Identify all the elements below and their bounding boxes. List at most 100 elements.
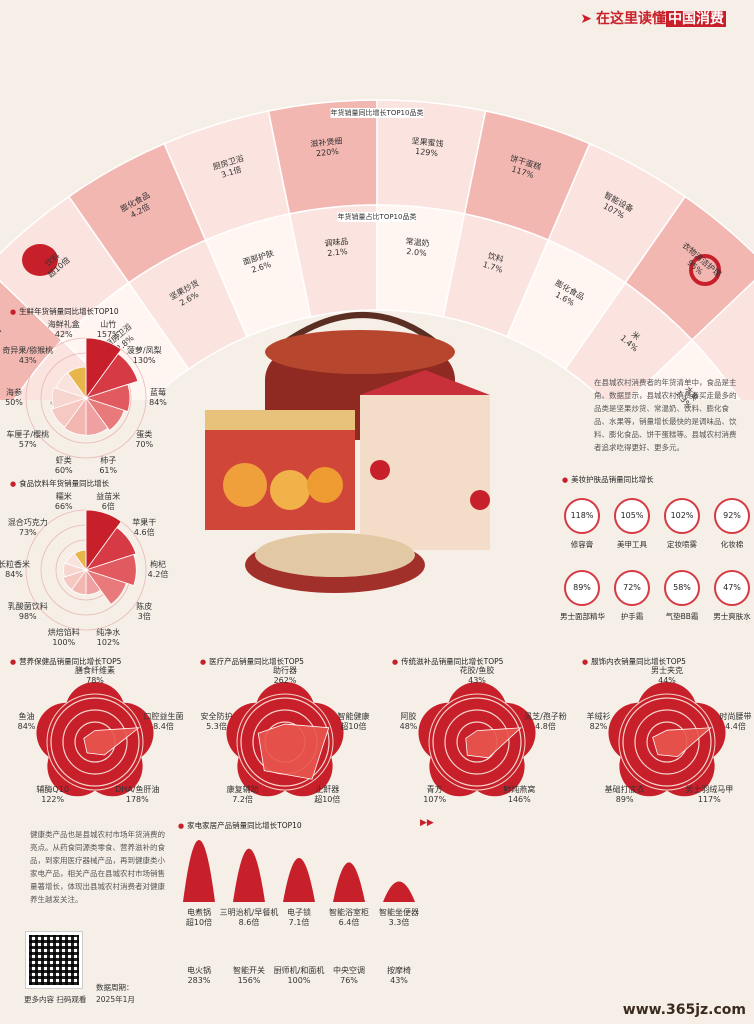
beauty-item: 118% 修容膏: [560, 498, 604, 550]
flower-radar-chart: [608, 682, 726, 797]
radial-bar: [84, 353, 139, 399]
beauty-label: 男士爽肤水: [713, 612, 751, 621]
radial-bar: [84, 553, 137, 587]
appliance-bar: [333, 862, 365, 902]
appliance-bar: [233, 848, 265, 902]
radial-bar: [85, 337, 122, 400]
beauty-label: 护手霜: [620, 612, 644, 621]
qr-code[interactable]: [25, 931, 83, 989]
radial-bar: [51, 387, 88, 409]
arrow-icon: ➤: [580, 11, 592, 27]
radial-bar: [63, 396, 87, 436]
appliance-bar: [283, 857, 315, 902]
radial-bar: [84, 397, 125, 431]
beauty-value: 72%: [614, 570, 650, 606]
health-text: 健康类产品也是县城农村市场年货消费的亮点。从药食同源类零食、营养滋补的食品，到家…: [30, 830, 165, 904]
appliance-bar: [383, 881, 415, 902]
period-value: 2025年1月: [96, 995, 135, 1004]
banner-title: ➤在这里读懂中国消费: [580, 11, 726, 27]
double-arrow-icon: ▶▶: [420, 818, 434, 828]
qr-caption: 更多内容 扫码观看: [24, 995, 87, 1004]
beauty-label: 气垫BB霜: [665, 612, 699, 621]
radar-title: 营养保健品销量同比增长TOP5: [10, 656, 121, 667]
radar-label: 止鼾器超10倍: [314, 785, 341, 805]
beauty-label: 化妆棉: [720, 540, 744, 549]
food-title: 食品饮料年货销量同比增长: [10, 478, 109, 489]
radial-bar: [84, 569, 127, 605]
radar-polygon: [257, 723, 330, 780]
beauty-value: 102%: [664, 498, 700, 534]
beauty-item: 89% 男士面部精华: [560, 570, 605, 622]
flower-radar-chart: [226, 682, 344, 797]
beauty-value: 118%: [564, 498, 600, 534]
fan-inner-title: 年货销量占比TOP10品类: [337, 212, 417, 222]
fresh-radial-chart: [25, 337, 147, 459]
radial-bar: [73, 549, 87, 572]
beauty-value: 105%: [614, 498, 650, 534]
radar-label: 智能健康超10倍: [337, 711, 370, 731]
beauty-label: 定妆喷雾: [667, 540, 697, 549]
beauty-label: 修容膏: [570, 540, 594, 549]
beauty-item: 92%化妆棉: [710, 498, 754, 550]
radar-title: 医疗产品销量同比增长TOP5: [200, 656, 304, 667]
beauty-value: 58%: [664, 570, 700, 606]
beauty-item: 47%男士爽肤水: [710, 570, 754, 622]
beauty-label: 男士面部精华: [560, 612, 605, 621]
beauty-value: 89%: [564, 570, 600, 606]
intro-text: 在县城农村消费者的年货清单中，食品是主角。数据显示，县城农村消费者买走最多的品类…: [594, 378, 737, 452]
radial-bar: [84, 383, 131, 413]
radial-bar: [62, 569, 88, 591]
radial-bar: [84, 526, 137, 571]
radial-bar: [51, 397, 88, 428]
fresh-title: 生鲜年货销量同比增长TOP10: [10, 306, 119, 317]
gift-basket-illustration: [205, 312, 490, 593]
beauty-label: 美甲工具: [617, 540, 647, 549]
appliance-title: 家电家居产品销量同比增长TOP10: [178, 820, 302, 831]
chinese-knot-icon: [689, 254, 721, 286]
flower-radar-chart: [418, 682, 536, 797]
flower-petal: [36, 702, 97, 763]
radar-polygon: [465, 727, 522, 759]
